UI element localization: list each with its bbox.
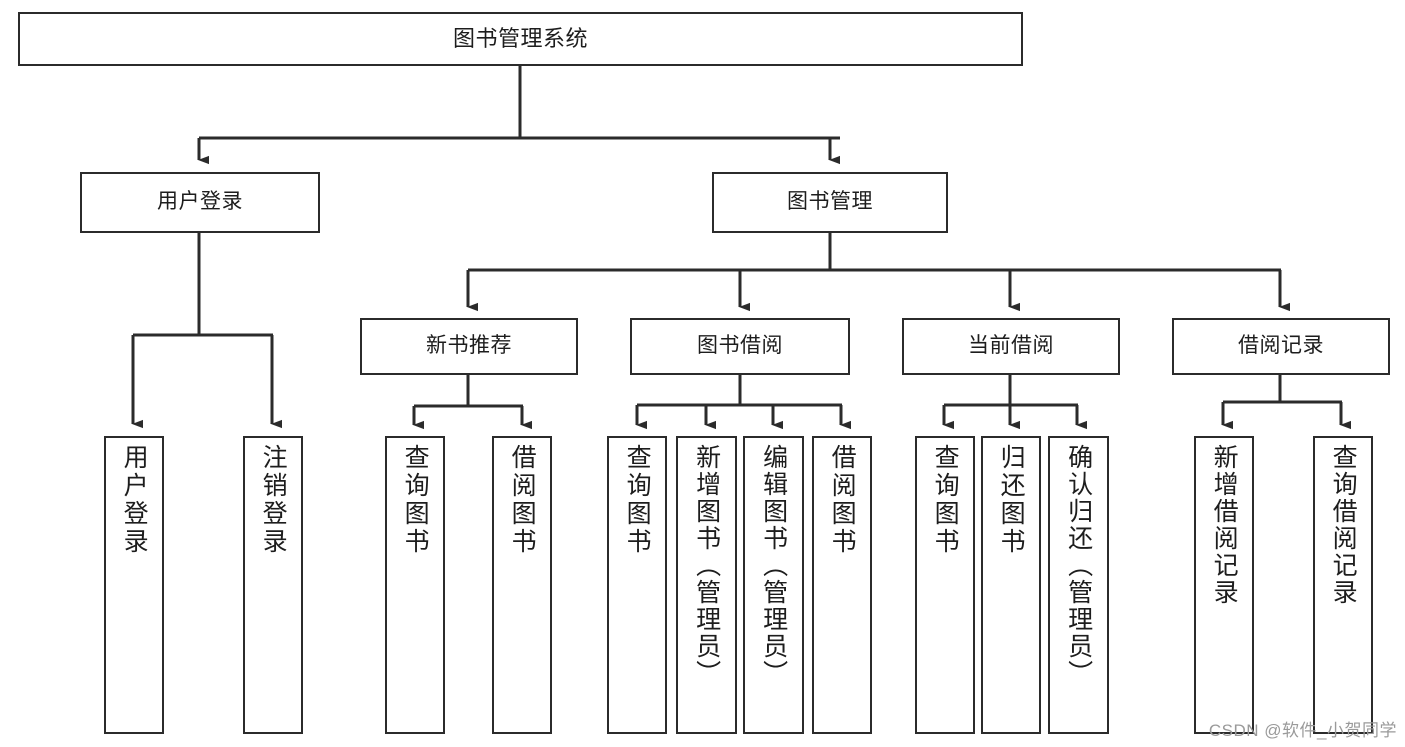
leaf-new-book-query[interactable]: 查询图书 <box>385 436 445 734</box>
node-label: 新增图书（管理员） <box>692 444 721 687</box>
leaf-borrow-record-query[interactable]: 查询借阅记录 <box>1313 436 1373 734</box>
leaf-borrow-record-add[interactable]: 新增借阅记录 <box>1194 436 1254 734</box>
node-current-borrow[interactable]: 当前借阅 <box>902 318 1120 375</box>
node-label: 用户登录 <box>120 444 149 556</box>
node-root-book-management-system[interactable]: 图书管理系统 <box>18 12 1023 66</box>
node-label: 借阅记录 <box>1238 334 1324 358</box>
node-label: 查询图书 <box>931 444 960 556</box>
node-label: 编辑图书（管理员） <box>759 444 788 687</box>
node-label: 确认归还（管理员） <box>1064 444 1093 687</box>
leaf-book-borrow-add-admin[interactable]: 新增图书（管理员） <box>676 436 737 734</box>
node-label: 图书借阅 <box>697 334 783 358</box>
leaf-new-book-borrow[interactable]: 借阅图书 <box>492 436 552 734</box>
leaf-book-borrow-borrow[interactable]: 借阅图书 <box>812 436 872 734</box>
node-label: 用户登录 <box>157 190 243 214</box>
node-label: 图书管理 <box>787 190 873 214</box>
node-label: 查询借阅记录 <box>1329 444 1358 606</box>
leaf-current-borrow-return[interactable]: 归还图书 <box>981 436 1041 734</box>
node-label: 图书管理系统 <box>452 26 588 52</box>
node-label: 当前借阅 <box>968 334 1054 358</box>
leaf-current-borrow-query[interactable]: 查询图书 <box>915 436 975 734</box>
node-label: 归还图书 <box>997 444 1026 556</box>
node-user-login[interactable]: 用户登录 <box>80 172 320 233</box>
node-label: 借阅图书 <box>508 444 537 556</box>
node-new-book-recommend[interactable]: 新书推荐 <box>360 318 578 375</box>
node-label: 注销登录 <box>259 444 288 556</box>
csdn-watermark: CSDN @软件_小贺同学 <box>1208 721 1397 740</box>
leaf-current-borrow-confirm-admin[interactable]: 确认归还（管理员） <box>1048 436 1109 734</box>
leaf-book-borrow-edit-admin[interactable]: 编辑图书（管理员） <box>743 436 804 734</box>
node-label: 新增借阅记录 <box>1210 444 1239 606</box>
leaf-user-login-login[interactable]: 用户登录 <box>104 436 164 734</box>
node-label: 借阅图书 <box>828 444 857 556</box>
leaf-book-borrow-query[interactable]: 查询图书 <box>607 436 667 734</box>
node-label: 查询图书 <box>401 444 430 556</box>
node-borrow-record[interactable]: 借阅记录 <box>1172 318 1390 375</box>
node-book-borrow[interactable]: 图书借阅 <box>630 318 850 375</box>
leaf-user-login-logout[interactable]: 注销登录 <box>243 436 303 734</box>
node-label: 新书推荐 <box>426 334 512 358</box>
node-book-management[interactable]: 图书管理 <box>712 172 948 233</box>
node-label: 查询图书 <box>623 444 652 556</box>
